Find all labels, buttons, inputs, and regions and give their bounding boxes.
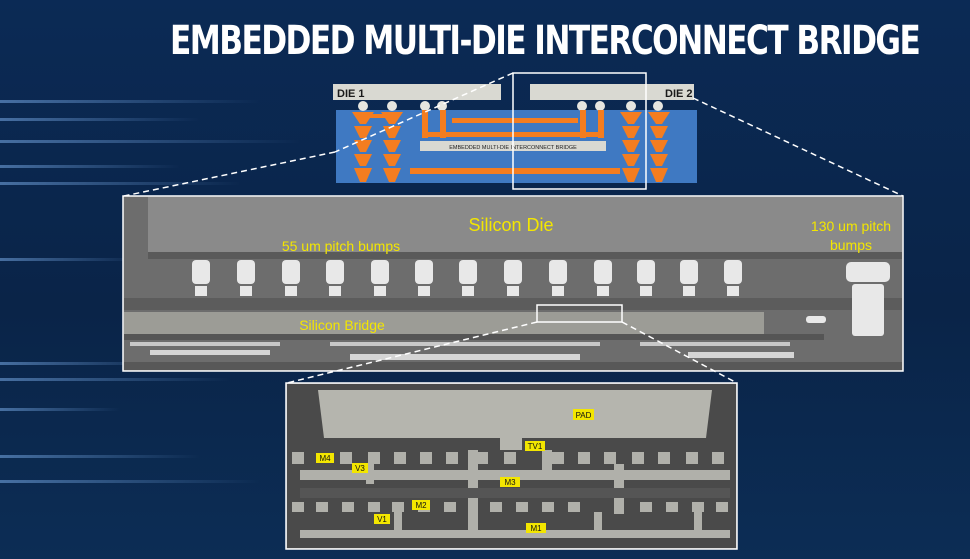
background-streak: [0, 165, 180, 168]
background-streak: [0, 362, 170, 365]
zoom-guide-lines-bottom: [286, 321, 738, 384]
tag-m4-bg: [316, 453, 334, 463]
metal-layer-panel: PAD TV1 M4 V3 M3 M2 V1 M1: [285, 382, 738, 550]
zoom-highlight-box: [512, 72, 647, 190]
silicon-bridge-region: [124, 312, 764, 334]
tag-v3: V3: [355, 464, 365, 473]
tag-tv1: TV1: [528, 442, 543, 451]
background-streak: [0, 118, 200, 121]
tag-m3-bg: [500, 477, 520, 487]
silicon-bridge-label: Silicon Bridge: [299, 317, 385, 333]
large-pitch-label-line2: bumps: [830, 237, 872, 253]
tag-m1-bg: [526, 523, 546, 533]
background-streak: [0, 258, 140, 261]
m4-squares: [292, 452, 724, 464]
die-2: [530, 84, 694, 100]
small-pitch-bumps: [192, 260, 742, 296]
large-pitch-bump: [806, 262, 890, 336]
bridge-traces: [410, 110, 620, 174]
tag-m4: M4: [319, 454, 331, 463]
tag-v1-bg: [374, 514, 390, 524]
tag-pad: PAD: [576, 411, 592, 420]
die-1-label: DIE 1: [337, 88, 365, 100]
background-streak: [0, 480, 260, 483]
right-copper-vias: [620, 112, 670, 182]
die-1-bumps: [358, 101, 447, 111]
tag-tv1-bg: [525, 441, 545, 451]
zoom-highlight-box-inner: [536, 304, 623, 323]
background-streak: [0, 100, 260, 103]
layer-tags: PAD TV1 M4 V3 M3 M2 V1 M1: [316, 409, 594, 533]
tag-m2: M2: [415, 501, 427, 510]
cross-section-panel: Silicon Die 55 um pitch bumps 130 um pit…: [122, 195, 904, 372]
die-1: [333, 84, 501, 100]
background-streak: [0, 378, 230, 381]
tag-m3: M3: [504, 478, 516, 487]
pad-region: [318, 390, 712, 438]
tag-v1: V1: [377, 515, 387, 524]
package-diagram: DIE 1 DIE 2: [333, 72, 697, 190]
silicon-die-label: Silicon Die: [468, 215, 553, 235]
small-pitch-label: 55 um pitch bumps: [282, 238, 400, 254]
background-streak: [0, 140, 300, 143]
zoom-guide-lines-top: [123, 72, 904, 197]
silicon-die-region: [148, 197, 902, 259]
background-streak: [0, 455, 200, 458]
tag-v3-bg: [352, 463, 368, 473]
tag-m1: M1: [530, 524, 542, 533]
tag-m2-bg: [412, 500, 430, 510]
tag-pad-bg: [573, 409, 594, 420]
m2-squares: [292, 502, 728, 512]
background-streak: [0, 408, 120, 411]
background-streak: [0, 182, 240, 185]
left-copper-vias: [352, 112, 403, 182]
die-2-bumps: [577, 101, 663, 111]
die-2-label: DIE 2: [665, 88, 693, 100]
page-title: EMBEDDED MULTI-DIE INTERCONNECT BRIDGE: [170, 18, 921, 64]
large-pitch-label-line1: 130 um pitch: [811, 218, 891, 234]
